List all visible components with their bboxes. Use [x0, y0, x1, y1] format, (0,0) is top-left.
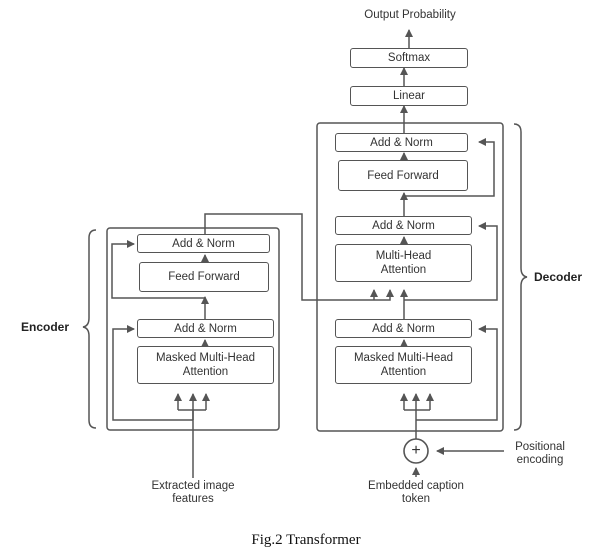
encoder-masked-attention-box: Masked Multi-Head Attention [137, 346, 274, 384]
decoder-masked-line2: Attention [380, 366, 427, 378]
decoder-add-norm-top: Add & Norm [335, 133, 468, 152]
decoder-masked-attention-box: Masked Multi-Head Attention [335, 346, 472, 384]
decoder-multi-head-attention-box: Multi-Head Attention [335, 244, 472, 282]
positional-line2: encoding [516, 454, 564, 466]
encoder-brace [82, 229, 97, 429]
encoder-input-line1: Extracted image [151, 480, 235, 492]
decoder-block [316, 122, 504, 432]
mha-line2: Attention [380, 264, 427, 276]
positional-line1: Positional [515, 441, 565, 453]
figure-caption: Fig.2 Transformer [251, 532, 361, 548]
encoder-masked-line1: Masked Multi-Head [155, 352, 256, 364]
decoder-input-label: Embedded caption token [346, 480, 486, 506]
decoder-input-line1: Embedded caption [368, 480, 464, 492]
decoder-masked-line1: Masked Multi-Head [353, 352, 454, 364]
mha-line1: Multi-Head [375, 250, 432, 262]
encoder-input-line2: features [172, 493, 214, 505]
encoder-add-norm-top: Add & Norm [137, 234, 270, 253]
plus-icon: + [411, 442, 421, 459]
encoder-label: Encoder [20, 320, 69, 334]
positional-encoding-label: Positional encoding [500, 441, 580, 467]
softmax-box: Softmax [350, 48, 468, 68]
decoder-label: Decoder [534, 270, 583, 284]
decoder-brace [513, 123, 528, 431]
decoder-add-norm-mid: Add & Norm [335, 216, 472, 235]
encoder-add-norm-bottom: Add & Norm [137, 319, 274, 338]
encoder-masked-line2: Attention [182, 366, 229, 378]
positional-add-circle [403, 438, 429, 464]
decoder-add-norm-bottom: Add & Norm [335, 319, 472, 338]
output-probability-label: Output Probability [364, 9, 456, 21]
encoder-feed-forward-box: Feed Forward [139, 262, 269, 292]
linear-box: Linear [350, 86, 468, 106]
decoder-input-line2: token [401, 493, 431, 505]
decoder-feed-forward-box: Feed Forward [338, 160, 468, 191]
encoder-input-label: Extracted image features [120, 480, 266, 506]
